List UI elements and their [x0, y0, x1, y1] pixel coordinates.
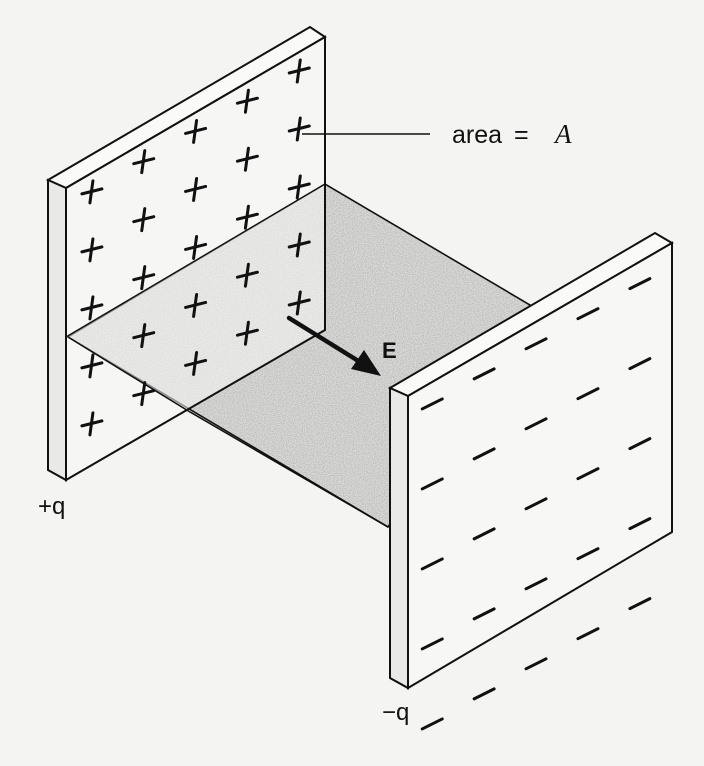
plus-sign-icon: [235, 320, 259, 346]
minus-sign-icon: [472, 367, 496, 381]
area-annotation: area = A: [302, 119, 572, 149]
plus-sign-icon: [287, 232, 311, 258]
plus-sign-icon: [287, 290, 311, 316]
plus-sign-icon: [184, 118, 208, 144]
minus-sign-icon: [628, 437, 652, 451]
plus-sign-icon: [80, 353, 104, 379]
plus-sign-icon: [80, 179, 104, 205]
minus-sign-icon: [576, 547, 600, 561]
positive-charge-label: +q: [38, 493, 65, 520]
field-region-edge: [67, 336, 389, 528]
minus-sign-icon: [576, 307, 600, 321]
minus-sign-icon: [524, 657, 548, 671]
minus-sign-icon: [524, 337, 548, 351]
plus-sign-icon: [132, 265, 156, 291]
minus-sign-icon: [628, 517, 652, 531]
plus-sign-icon: [132, 381, 156, 407]
equals-sign: =: [514, 121, 529, 149]
plus-sign-icon: [287, 116, 311, 142]
plus-sign-icon: [184, 292, 208, 318]
plus-sign-icon: [80, 237, 104, 263]
field-region-back-edge: [65, 183, 326, 338]
positive-plate: [45, 25, 327, 482]
minus-sign-icon: [420, 557, 444, 571]
minus-signs: [420, 277, 652, 731]
plus-sign-icon: [80, 295, 104, 321]
plus-sign-icon: [80, 411, 104, 437]
plus-sign-icon: [235, 88, 259, 114]
plus-signs: [80, 58, 311, 437]
plus-sign-icon: [132, 149, 156, 175]
minus-sign-icon: [472, 527, 496, 541]
minus-sign-icon: [472, 447, 496, 461]
field-label: E: [382, 338, 397, 363]
plus-sign-icon: [235, 204, 259, 230]
minus-sign-icon: [524, 497, 548, 511]
minus-sign-icon: [628, 277, 652, 291]
minus-sign-icon: [420, 637, 444, 651]
minus-sign-icon: [420, 717, 444, 731]
plus-sign-icon: [287, 58, 311, 84]
minus-sign-icon: [576, 387, 600, 401]
minus-sign-icon: [472, 687, 496, 701]
minus-sign-icon: [628, 357, 652, 371]
plus-sign-icon: [132, 207, 156, 233]
plus-sign-icon: [235, 262, 259, 288]
minus-sign-icon: [472, 607, 496, 621]
plus-sign-icon: [132, 323, 156, 349]
field-arrow: E: [286, 315, 397, 376]
area-symbol: A: [553, 119, 572, 149]
minus-sign-icon: [524, 417, 548, 431]
plus-sign-icon: [184, 176, 208, 202]
plus-sign-icon: [184, 234, 208, 260]
plus-sign-icon: [287, 174, 311, 200]
minus-sign-icon: [576, 467, 600, 481]
minus-sign-icon: [420, 397, 444, 411]
area-label: area: [452, 121, 502, 149]
plus-sign-icon: [235, 146, 259, 172]
negative-plate: [387, 231, 674, 731]
minus-sign-icon: [628, 597, 652, 611]
minus-sign-icon: [524, 577, 548, 591]
arrow-head-icon: [351, 350, 381, 376]
negative-charge-label: −q: [382, 699, 409, 726]
plus-sign-icon: [184, 350, 208, 376]
minus-sign-icon: [420, 477, 444, 491]
minus-sign-icon: [576, 627, 600, 641]
